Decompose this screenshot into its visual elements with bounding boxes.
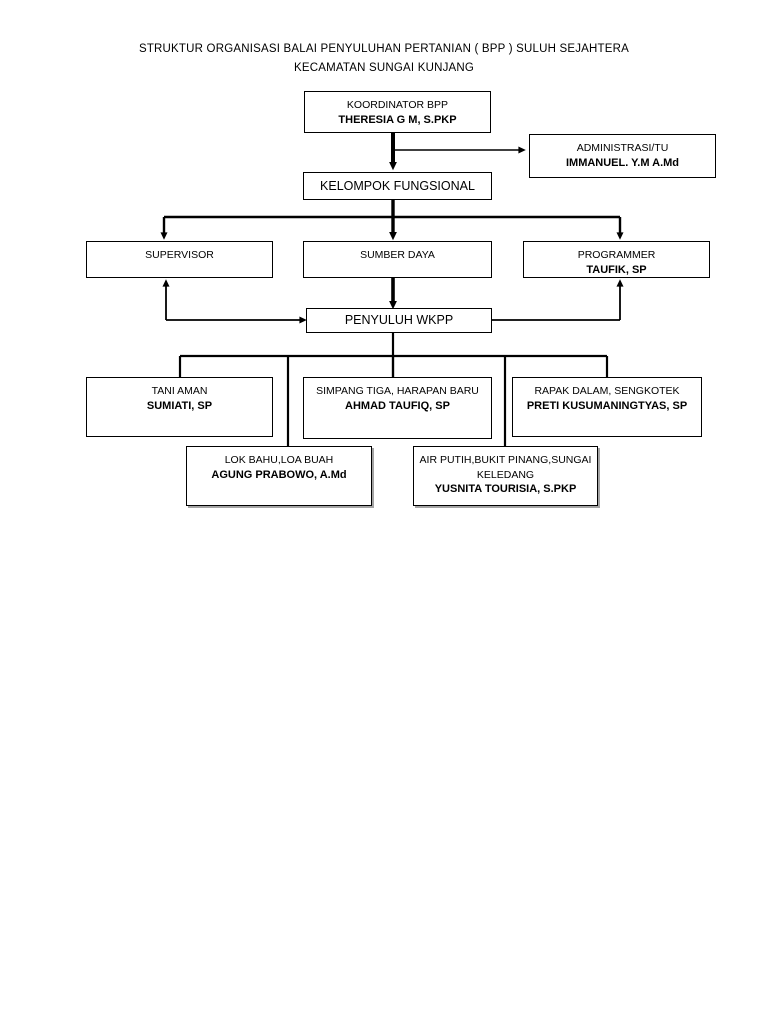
title-line-1: STRUKTUR ORGANISASI BALAI PENYULUHAN PER… [138, 43, 630, 55]
node-lok-bahu-person: AGUNG PRABOWO, A.Md [211, 468, 347, 481]
node-sumber-daya-unit: SUMBER DAYA [360, 249, 435, 261]
node-rapak-dalam-person: PRETI KUSUMANINGTYAS, SP [526, 399, 688, 412]
node-air-putih[interactable]: AIR PUTIH,BUKIT PINANG,SUNGAI KELEDANG Y… [413, 446, 598, 506]
node-tani-aman-unit: TANI AMAN [151, 385, 208, 397]
node-air-putih-person: YUSNITA TOURISIA, S.PKP [434, 483, 577, 495]
node-simpang-tiga[interactable]: SIMPANG TIGA, HARAPAN BARU AHMAD TAUFIQ,… [303, 377, 492, 439]
node-simpang-tiga-unit: SIMPANG TIGA, HARAPAN BARU [316, 385, 479, 397]
node-programmer-unit: PROGRAMMER [577, 249, 656, 261]
title-line-2: KECAMATAN SUNGAI KUNJANG [293, 62, 475, 74]
node-simpang-tiga-person: AHMAD TAUFIQ, SP [345, 399, 450, 412]
node-supervisor[interactable]: SUPERVISOR [86, 241, 273, 278]
node-koordinator-person: THERESIA G M, S.PKP [338, 113, 457, 126]
node-administrasi-person: IMMANUEL. Y.M A.Md [565, 156, 680, 169]
node-rapak-dalam[interactable]: RAPAK DALAM, SENGKOTEK PRETI KUSUMANINGT… [512, 377, 702, 437]
node-administrasi[interactable]: ADMINISTRASI/TU IMMANUEL. Y.M A.Md [529, 134, 716, 178]
node-administrasi-unit: ADMINISTRASI/TU [576, 142, 669, 154]
node-air-putih-unit: AIR PUTIH,BUKIT PINANG,SUNGAI KELEDANG [419, 454, 592, 481]
node-programmer-person: TAUFIK, SP [586, 263, 647, 276]
node-lok-bahu[interactable]: LOK BAHU,LOA BUAH AGUNG PRABOWO, A.Md [186, 446, 372, 506]
node-tani-aman[interactable]: TANI AMAN SUMIATI, SP [86, 377, 273, 437]
node-programmer[interactable]: PROGRAMMER TAUFIK, SP [523, 241, 710, 278]
node-tani-aman-person: SUMIATI, SP [146, 399, 213, 412]
node-kelompok-fungsional-unit: KELOMPOK FUNGSIONAL [320, 178, 475, 193]
node-rapak-dalam-unit: RAPAK DALAM, SENGKOTEK [534, 385, 680, 397]
node-lok-bahu-unit: LOK BAHU,LOA BUAH [224, 454, 334, 466]
node-penyuluh-wkpp[interactable]: PENYULUH WKPP [306, 308, 492, 333]
node-koordinator[interactable]: KOORDINATOR BPP THERESIA G M, S.PKP [304, 91, 491, 133]
page-title: STRUKTUR ORGANISASI BALAI PENYULUHAN PER… [0, 40, 768, 78]
node-penyuluh-wkpp-unit: PENYULUH WKPP [344, 313, 454, 328]
node-koordinator-unit: KOORDINATOR BPP [346, 99, 449, 111]
node-supervisor-unit: SUPERVISOR [145, 249, 214, 261]
node-kelompok-fungsional[interactable]: KELOMPOK FUNGSIONAL [303, 172, 492, 200]
node-sumber-daya[interactable]: SUMBER DAYA [303, 241, 492, 278]
